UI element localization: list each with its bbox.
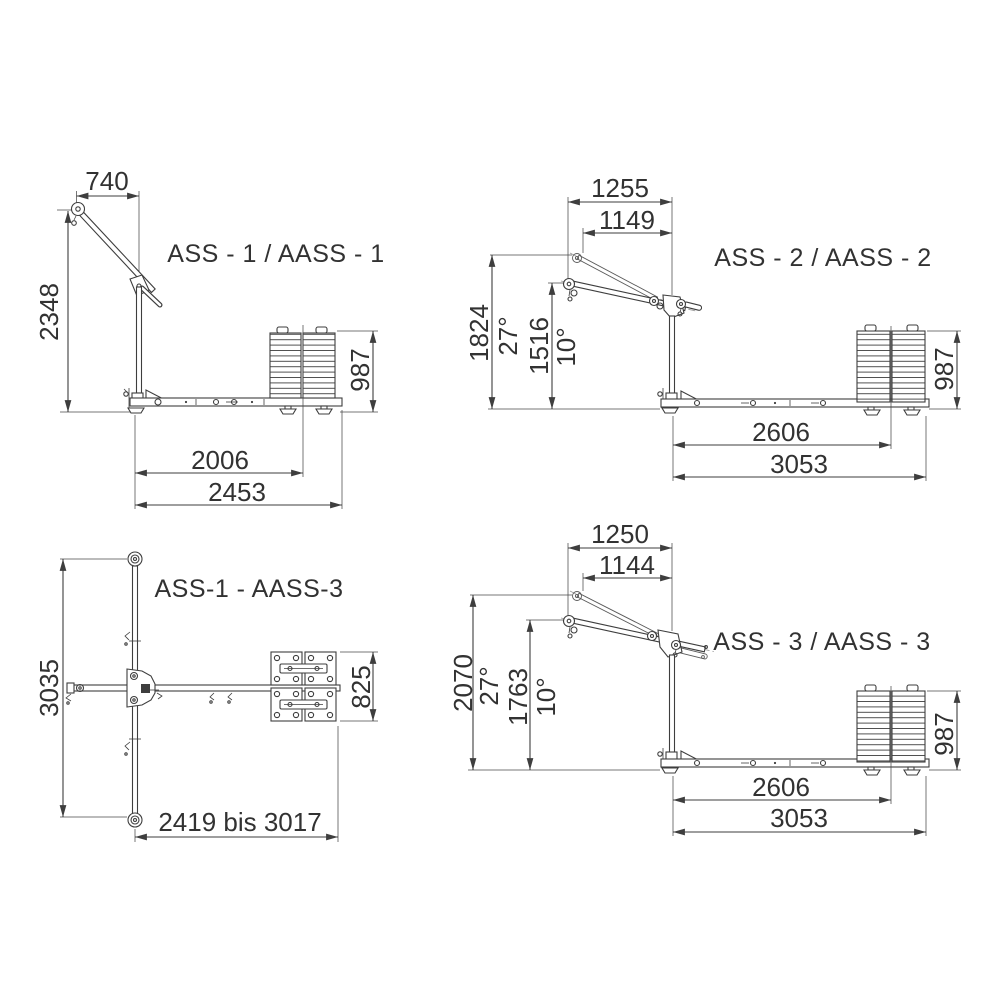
ass2-foot-left xyxy=(863,409,881,416)
ass3-base-rail xyxy=(660,758,930,768)
plan-mast-socket xyxy=(141,684,150,693)
ass2-davit-geometry xyxy=(560,252,930,449)
plan-end-hook xyxy=(65,693,72,702)
plan-base-plates xyxy=(270,651,337,722)
ass3-dim-2606-label: 2606 xyxy=(752,772,810,802)
ass1-boom-tip-pulley xyxy=(70,201,86,217)
plan-dim-825-label: 825 xyxy=(346,665,376,708)
plan-rail-clamp-1 xyxy=(209,692,215,701)
ass1-mast xyxy=(135,286,143,394)
ass3-dim-3053-label: 3053 xyxy=(770,803,828,833)
ass2-lug-right xyxy=(906,324,919,332)
ass3-boom-tip-pulley xyxy=(562,614,576,628)
plan-pulley-bottom xyxy=(127,812,143,828)
ass1-foot-right xyxy=(315,408,333,415)
ass1-dim-2006-label: 2006 xyxy=(191,445,249,475)
ass2-angle-27-label: 27° xyxy=(493,316,523,355)
ass2-dim-1824-label: 1824 xyxy=(464,304,494,362)
ass2-dimension-lines xyxy=(488,198,961,481)
ass2-dim-3053-label: 3053 xyxy=(770,449,828,479)
ass3-dim-2070-label: 2070 xyxy=(448,654,478,712)
ass3-dim-1250-label: 1250 xyxy=(591,519,649,549)
ass3-tip-hook xyxy=(567,633,573,639)
ass2-boom-tip-pulley xyxy=(562,277,576,291)
ass3-extension-lines xyxy=(468,543,961,836)
view-plan: ASS-1 - AASS-3 3035 825 2419 bis 3017 xyxy=(34,551,378,842)
ass3-foot-left xyxy=(863,769,881,776)
view-ass3-side-elevation: ASS - 3 / AASS - 3 1250 1144 2070 27° 17… xyxy=(448,519,961,836)
ass1-dim-2453-label: 2453 xyxy=(208,477,266,507)
ass3-angle-10-label: 10° xyxy=(531,677,561,716)
ass2-dim-987-label: 987 xyxy=(929,347,959,390)
ass1-tip-hook xyxy=(71,220,77,226)
ass1-dim-987-label: 987 xyxy=(345,348,375,391)
plan-clamp-top xyxy=(124,631,131,641)
ass1-dim-2348-label: 2348 xyxy=(34,283,64,341)
ass3-head-sheave-left xyxy=(646,630,658,642)
ass1-extension-lines xyxy=(57,191,378,509)
ass2-tip-hook xyxy=(567,296,573,302)
ass2-boom-tail xyxy=(683,301,703,311)
ass1-dim-740-label: 740 xyxy=(85,166,128,196)
ass1-view-title: ASS - 1 / AASS - 1 xyxy=(167,240,384,268)
ass3-foot-right xyxy=(903,769,921,776)
ass1-foot-left xyxy=(279,408,297,415)
plan-rail-clamp-2 xyxy=(227,692,233,701)
ass3-dim-1144-label: 1144 xyxy=(599,550,655,580)
ass2-view-title: ASS - 2 / AASS - 2 xyxy=(714,244,931,272)
ass1-davit-geometry xyxy=(70,201,343,477)
ass2-lug-left xyxy=(864,324,877,332)
ass2-dim-1255-label: 1255 xyxy=(591,173,649,203)
ass3-ghost-tip-pulley xyxy=(572,591,582,601)
ass2-foot-right xyxy=(903,409,921,416)
ass2-dim-2606-label: 2606 xyxy=(752,417,810,447)
ass1-lug-right xyxy=(315,326,328,334)
plan-view-title: ASS-1 - AASS-3 xyxy=(154,575,343,603)
ass1-dimension-lines xyxy=(64,192,377,509)
ass3-lug-left xyxy=(864,684,877,692)
ass2-head-sheave-right xyxy=(675,298,687,310)
ass3-mast xyxy=(668,654,676,760)
ass2-ghost-tip-pulley xyxy=(572,253,582,263)
plan-rail-end-cap xyxy=(66,682,75,694)
ass3-view-title: ASS - 3 / AASS - 3 xyxy=(713,628,930,656)
ass1-lug-left xyxy=(276,326,289,334)
ass2-head-sheave-left xyxy=(648,295,660,307)
ass2-jack-crank xyxy=(657,391,663,397)
ass3-lug-right xyxy=(906,684,919,692)
ass3-mast-foot xyxy=(661,767,679,774)
ass3-head-sheave-right xyxy=(670,639,682,651)
ass2-mast xyxy=(668,315,676,401)
ass3-counterweight-stack xyxy=(856,684,926,763)
view-ass1-side-elevation: ASS - 1 / AASS - 1 740 2348 987 2006 245… xyxy=(34,166,384,509)
ass3-davit-geometry xyxy=(560,590,930,804)
plan-dim-3035-label: 3035 xyxy=(34,659,64,717)
ass2-mast-foot xyxy=(661,407,679,414)
ass3-dimension-lines xyxy=(469,544,961,836)
ass1-jack-crank xyxy=(123,391,129,397)
plan-geometry xyxy=(65,551,341,828)
ass3-angle-27-label: 27° xyxy=(474,666,504,705)
ass1-mast-foot xyxy=(127,407,145,414)
ass2-dim-1516-label: 1516 xyxy=(524,317,554,375)
plan-clamp-bottom xyxy=(124,741,131,751)
plan-dimension-lines xyxy=(59,559,377,841)
ass3-jack-crank xyxy=(657,751,663,757)
ass2-head-hook xyxy=(677,311,683,317)
plan-pulley-top xyxy=(127,551,143,567)
ass2-counterweight-stack xyxy=(856,324,926,403)
plan-dim-range-label: 2419 bis 3017 xyxy=(158,807,321,837)
ass3-dim-1763-label: 1763 xyxy=(503,668,533,726)
view-ass2-side-elevation: ASS - 2 / AASS - 2 1255 1149 1824 27° 15… xyxy=(464,173,961,481)
ass2-base-rail xyxy=(660,398,930,408)
ass2-extension-lines xyxy=(488,197,961,481)
ass3-dim-987-label: 987 xyxy=(929,712,959,755)
ass2-dim-1149-label: 1149 xyxy=(599,205,655,235)
ass2-angle-10-label: 10° xyxy=(551,327,581,366)
ass1-counterweight-stack xyxy=(269,326,336,399)
